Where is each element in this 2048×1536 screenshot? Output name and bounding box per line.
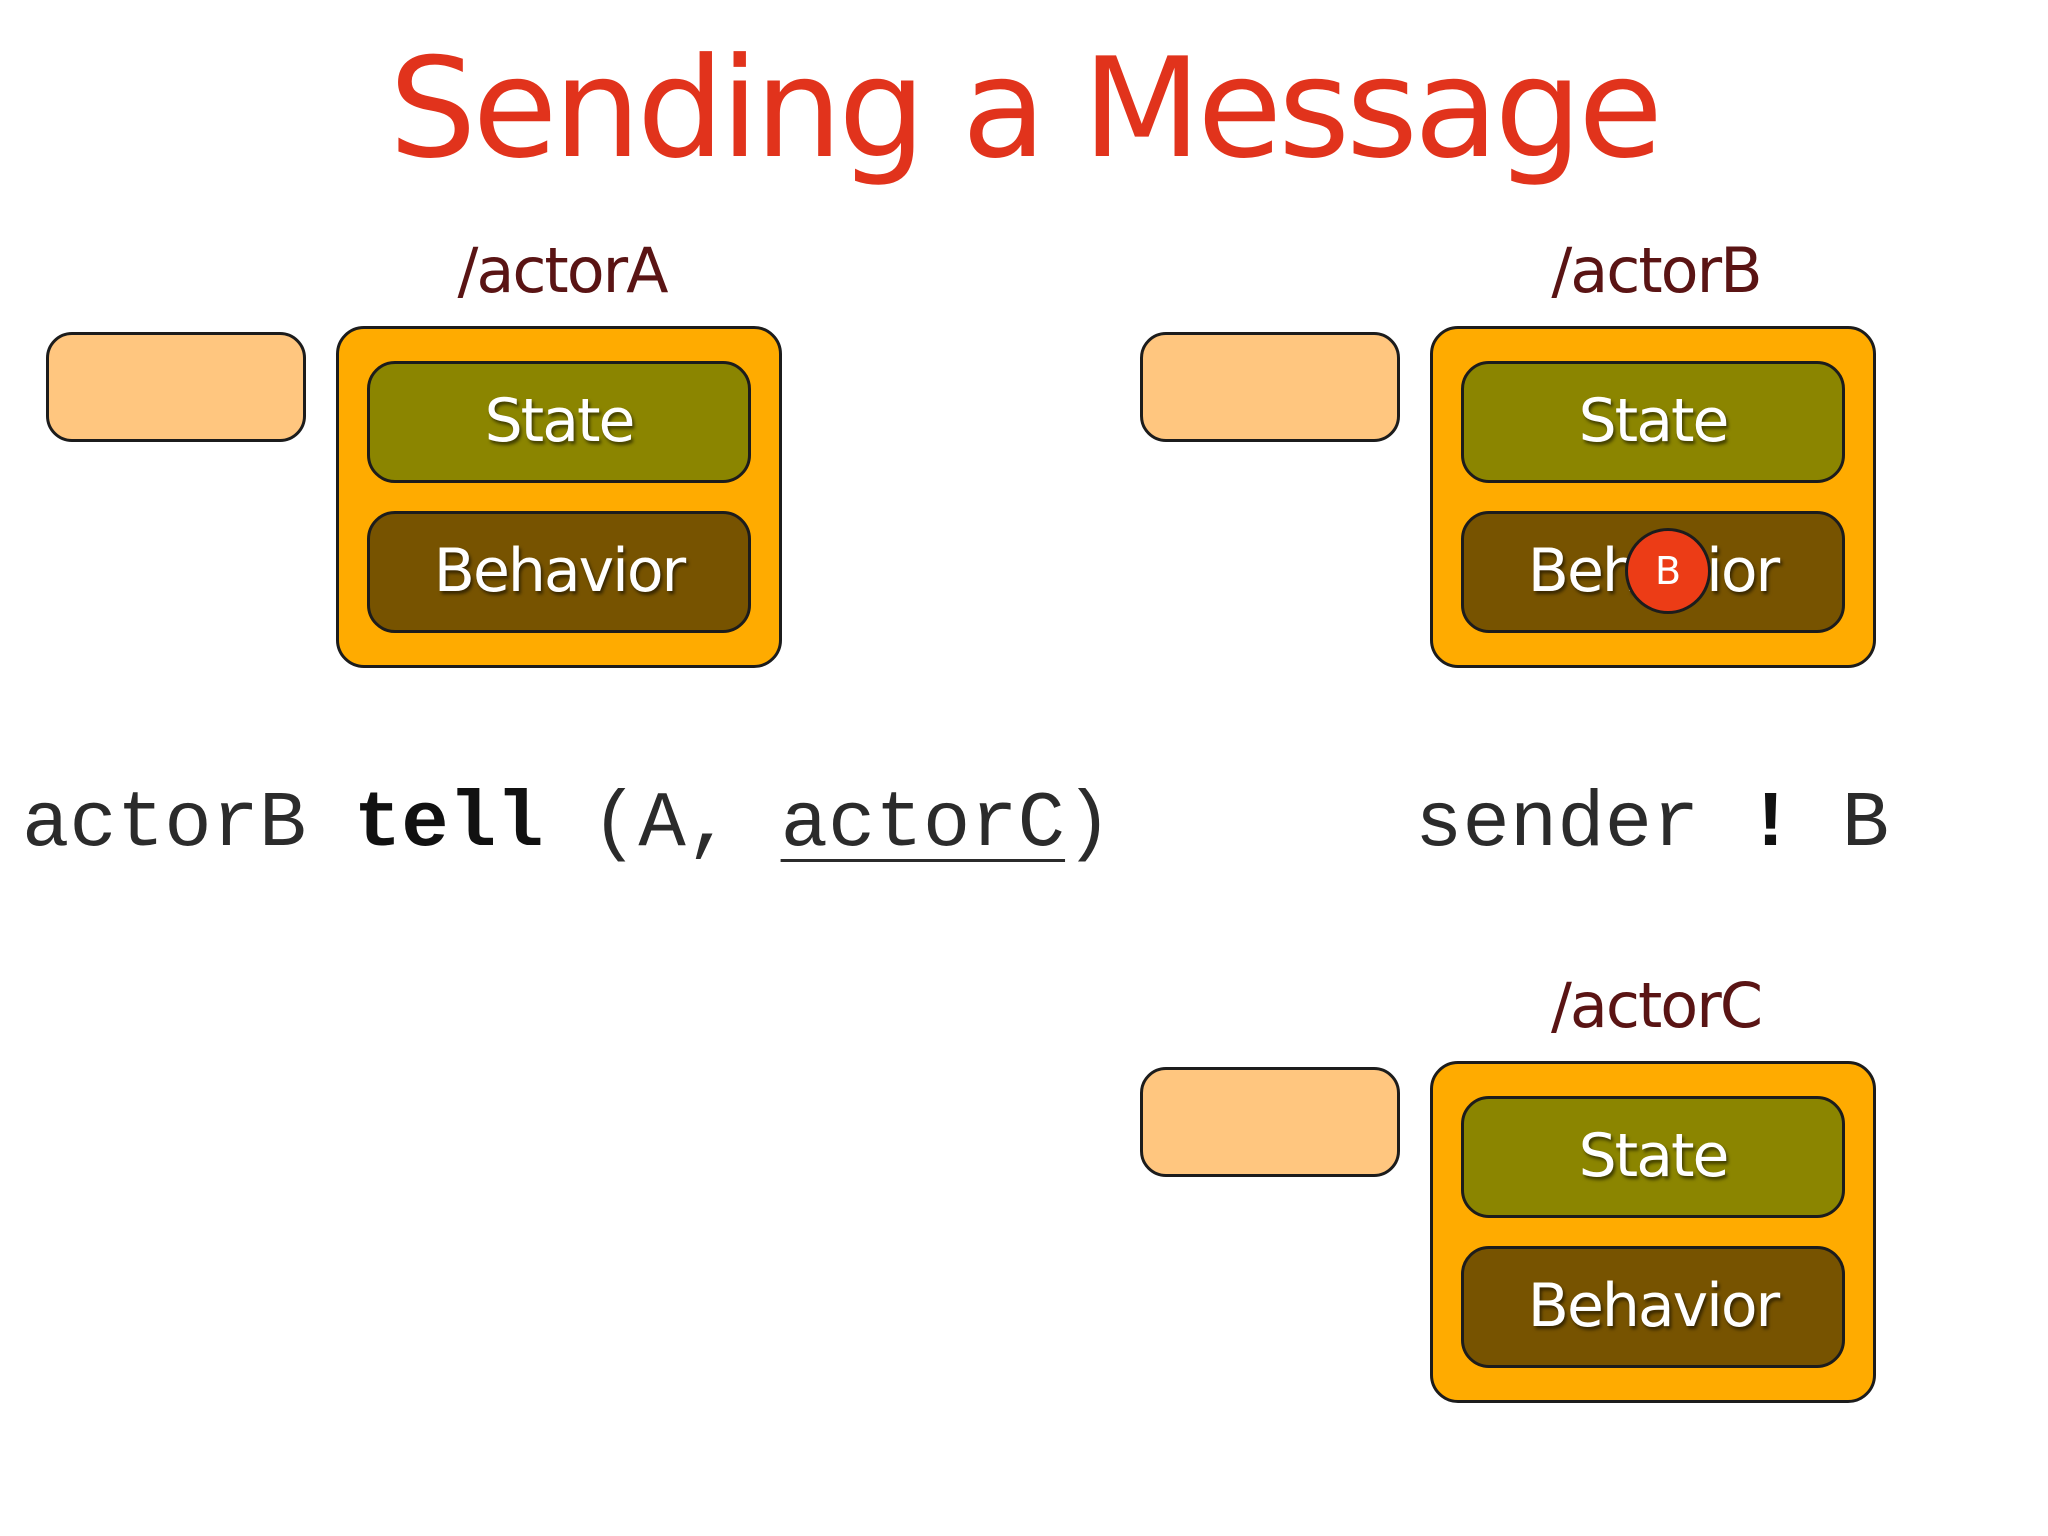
code-operator-bang: ! <box>1746 779 1795 869</box>
actor-a-behavior-panel: Behavior <box>367 511 751 633</box>
actor-b-name: /actorB <box>1551 234 1762 307</box>
actor-a-state-panel: State <box>367 361 751 483</box>
code-line-tell: actorB tell (A, actorC) <box>22 785 1112 864</box>
slide-title: Sending a Message <box>388 28 1663 189</box>
actor-b-mailbox <box>1140 332 1400 442</box>
actor-a-box: State Behavior <box>336 326 782 668</box>
actor-a-name: /actorA <box>457 234 668 307</box>
actor-c-name: /actorC <box>1551 969 1763 1042</box>
code-message: B <box>1841 779 1890 869</box>
actor-a-mailbox <box>46 332 306 442</box>
code-sender: sender <box>1415 779 1700 869</box>
code-target: actorB <box>22 779 307 869</box>
code-args-close: ) <box>1065 779 1113 869</box>
code-reply-to: actorC <box>780 779 1066 869</box>
code-keyword-tell: tell <box>353 779 544 869</box>
code-args-open: (A, <box>590 779 734 869</box>
actor-b-box: State Behavior <box>1430 326 1876 668</box>
actor-b-state-panel: State <box>1461 361 1845 483</box>
actor-c-box: State Behavior <box>1430 1061 1876 1403</box>
message-token-b: B <box>1625 528 1711 614</box>
actor-c-state-panel: State <box>1461 1096 1845 1218</box>
actor-c-mailbox <box>1140 1067 1400 1177</box>
code-line-reply: sender ! B <box>1415 785 1889 864</box>
actor-c-behavior-panel: Behavior <box>1461 1246 1845 1368</box>
